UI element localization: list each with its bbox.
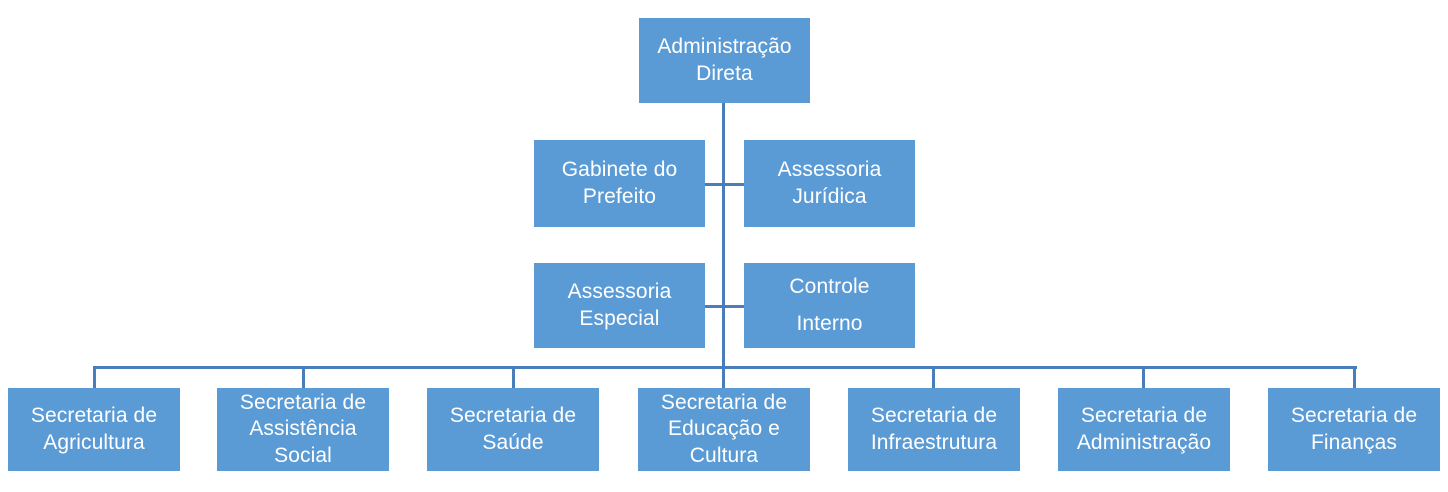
drop-connector-secretaria-de-financas	[1353, 366, 1356, 388]
drop-connector-secretaria-de-agricultura	[93, 366, 96, 388]
node-controle-interno[interactable]: Controle Interno	[744, 263, 915, 348]
secretariats-bus-connector	[95, 366, 1357, 369]
node-secretaria-de-infraestrutura[interactable]: Secretaria de Infraestrutura	[848, 388, 1020, 471]
node-assessoria-juridica[interactable]: Assessoria Jurídica	[744, 140, 915, 227]
level3-connector-horizontal	[705, 305, 745, 308]
node-secretaria-de-administracao[interactable]: Secretaria de Administração	[1058, 388, 1230, 471]
node-secretaria-de-educacao-e-cultura[interactable]: Secretaria de Educação e Cultura	[638, 388, 810, 471]
node-secretaria-de-financas[interactable]: Secretaria de Finanças	[1268, 388, 1440, 471]
node-secretaria-de-assistencia-social[interactable]: Secretaria de Assistência Social	[217, 388, 389, 471]
level2-connector-horizontal	[705, 183, 745, 186]
node-gabinete-do-prefeito[interactable]: Gabinete do Prefeito	[534, 140, 705, 227]
trunk-connector-vertical	[722, 102, 725, 370]
node-secretaria-de-agricultura[interactable]: Secretaria de Agricultura	[8, 388, 180, 471]
node-secretaria-de-saude[interactable]: Secretaria de Saúde	[427, 388, 599, 471]
node-administracao-direta[interactable]: Administração Direta	[639, 18, 810, 103]
drop-connector-secretaria-de-administracao	[1142, 366, 1145, 388]
drop-connector-secretaria-de-saude	[512, 366, 515, 388]
drop-connector-secretaria-de-assistencia-social	[302, 366, 305, 388]
node-assessoria-especial[interactable]: Assessoria Especial	[534, 263, 705, 348]
drop-connector-secretaria-de-educacao-e-cultura	[722, 366, 725, 388]
drop-connector-secretaria-de-infraestrutura	[932, 366, 935, 388]
